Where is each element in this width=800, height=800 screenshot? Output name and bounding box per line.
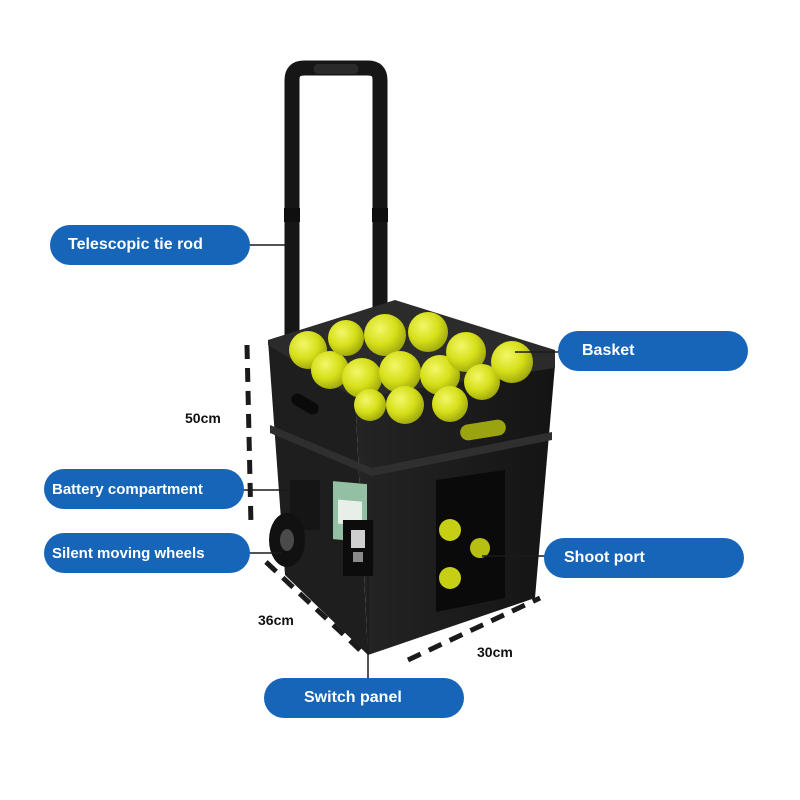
callout-label: Battery compartment bbox=[52, 480, 203, 498]
callout-switch-panel: Switch panel bbox=[264, 678, 464, 718]
dimension-depth: 36cm bbox=[258, 612, 294, 628]
dimension-width: 30cm bbox=[477, 644, 513, 660]
tennis-balls bbox=[289, 312, 533, 424]
callout-battery-compartment: Battery compartment bbox=[44, 469, 244, 509]
dimension-height: 50cm bbox=[185, 410, 221, 426]
callout-label: Silent moving wheels bbox=[52, 544, 205, 562]
dimension-lines bbox=[244, 344, 542, 663]
callout-silent-moving-wheels: Silent moving wheels bbox=[44, 533, 250, 573]
telescopic-handle bbox=[284, 60, 388, 340]
wheel bbox=[269, 513, 305, 567]
callout-telescopic-tie-rod: Telescopic tie rod bbox=[50, 225, 250, 265]
callout-shoot-port: Shoot port bbox=[544, 538, 744, 578]
callout-label: Basket bbox=[582, 342, 635, 359]
callout-label: Telescopic tie rod bbox=[68, 236, 203, 253]
callout-label: Switch panel bbox=[304, 689, 402, 706]
callout-basket: Basket bbox=[558, 331, 748, 371]
callout-label: Shoot port bbox=[564, 549, 645, 566]
